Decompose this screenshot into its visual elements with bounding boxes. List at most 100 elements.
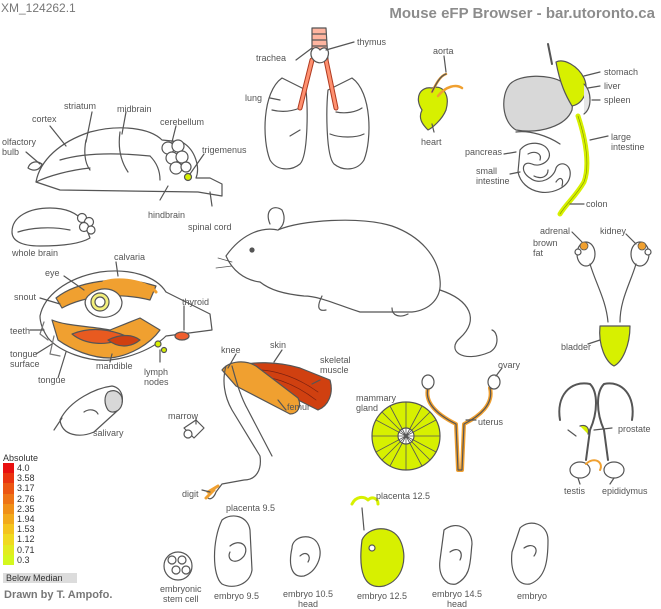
legend-entry: 0.71	[3, 544, 78, 555]
brain-sagittal[interactable]	[25, 111, 223, 207]
label-embryo-9-5: embryo 9.5	[214, 591, 260, 601]
uterus[interactable]	[421, 367, 503, 472]
digestive-system[interactable]	[503, 43, 609, 217]
label-uterus: uterus	[478, 417, 504, 427]
legend-below-median-label: Below Median	[6, 573, 63, 583]
label-marrow: marrow	[168, 411, 199, 421]
label-heart: heart	[421, 137, 442, 147]
lungs[interactable]	[264, 77, 370, 170]
legend-entry: 4.0	[3, 463, 78, 474]
label-embryo: embryo	[517, 591, 548, 601]
legend-value: 3.17	[17, 483, 35, 494]
embryonic-stem-cell-shape[interactable]	[163, 551, 193, 581]
label-thyroid: thyroid	[182, 297, 210, 307]
embryo-12-5-shape[interactable]	[350, 495, 405, 588]
legend-below-median: Below Median	[3, 573, 77, 583]
legend-swatch	[3, 544, 14, 555]
heart[interactable]	[417, 55, 464, 133]
label-trigemenus: trigemenus	[202, 145, 247, 155]
legend-value: 2.35	[17, 503, 35, 514]
gene-id: XM_124262.1	[1, 1, 76, 15]
salivary-gland[interactable]	[53, 385, 123, 436]
embryo-10-5-shape[interactable]	[289, 536, 321, 577]
legend-value: 1.12	[17, 534, 35, 545]
label-embryo-12-5: embryo 12.5	[357, 591, 408, 601]
legend-swatch	[3, 473, 14, 484]
label-lung: lung	[245, 93, 263, 103]
hind-leg[interactable]	[201, 349, 332, 500]
label-ovary: ovary	[498, 360, 521, 370]
whole-brain-cerebellum	[76, 212, 96, 235]
label-kidney: kidney	[600, 226, 627, 236]
label-skin: skin	[270, 340, 287, 350]
label-bladder: bladder	[561, 342, 592, 352]
legend-entry: 1.53	[3, 524, 78, 535]
mouse-body[interactable]	[215, 207, 498, 358]
whole-brain[interactable]	[11, 207, 96, 247]
legend-value: 4.0	[17, 463, 30, 473]
embryo-shape[interactable]	[511, 522, 549, 585]
embryo-9-5-shape[interactable]	[213, 515, 253, 587]
urinary-system[interactable]	[571, 231, 652, 367]
legend-value: 2.76	[17, 493, 35, 504]
legend-entry: 1.12	[3, 534, 78, 545]
label-colon: colon	[586, 199, 608, 209]
label-snout: snout	[14, 292, 37, 302]
legend-swatch	[3, 503, 14, 514]
marrow-shape[interactable]	[183, 417, 205, 439]
legend-entry: 3.17	[3, 483, 78, 494]
legend-entry: 0.3	[3, 554, 78, 565]
label-aorta: aorta	[433, 46, 454, 56]
legend-swatch	[3, 554, 14, 565]
legend-entry: 1.94	[3, 513, 78, 525]
legend-swatch	[3, 493, 14, 504]
cerebellum-shape	[161, 139, 192, 175]
label-trachea: trachea	[256, 53, 287, 63]
label-teeth: teeth	[10, 326, 31, 336]
embryo-14-5-shape[interactable]	[439, 525, 473, 585]
label-calvaria: calvaria	[114, 252, 146, 262]
label-placenta-9-5: placenta 9.5	[226, 503, 276, 513]
legend-title: Absolute	[3, 453, 39, 463]
label-digit: digit	[182, 489, 199, 499]
label-whole-brain: whole brain	[12, 248, 59, 258]
credit-text: Drawn by T. Ampofo.	[4, 589, 113, 601]
label-pancreas: pancreas	[465, 147, 503, 157]
label-epididymus: epididymus	[602, 486, 648, 496]
legend-entry: 2.76	[3, 493, 78, 504]
label-midbrain: midbrain	[117, 104, 152, 114]
legend-value: 1.53	[17, 524, 35, 535]
label-eye: eye	[45, 268, 60, 278]
mammary-gland[interactable]	[371, 401, 441, 471]
label-placenta-12-5: placenta 12.5	[376, 491, 431, 501]
legend-value: 3.58	[17, 473, 35, 484]
legend-swatch	[3, 534, 14, 545]
label-knee: knee	[221, 345, 241, 355]
legend-entry: 3.58	[3, 473, 78, 484]
label-spleen: spleen	[604, 95, 631, 105]
male-reproductive[interactable]	[558, 382, 634, 485]
legend-value: 0.3	[17, 554, 30, 565]
label-femur: femur	[287, 402, 311, 412]
trigemenus-shape	[183, 172, 193, 182]
legend-swatch	[3, 513, 14, 525]
label-adrenal: adrenal	[540, 226, 571, 236]
legend-value: 1.94	[17, 513, 35, 524]
label-striatum: striatum	[64, 101, 97, 111]
legend-value: 0.71	[17, 544, 35, 555]
skull[interactable]	[29, 261, 213, 379]
label-stomach: stomach	[604, 67, 639, 77]
